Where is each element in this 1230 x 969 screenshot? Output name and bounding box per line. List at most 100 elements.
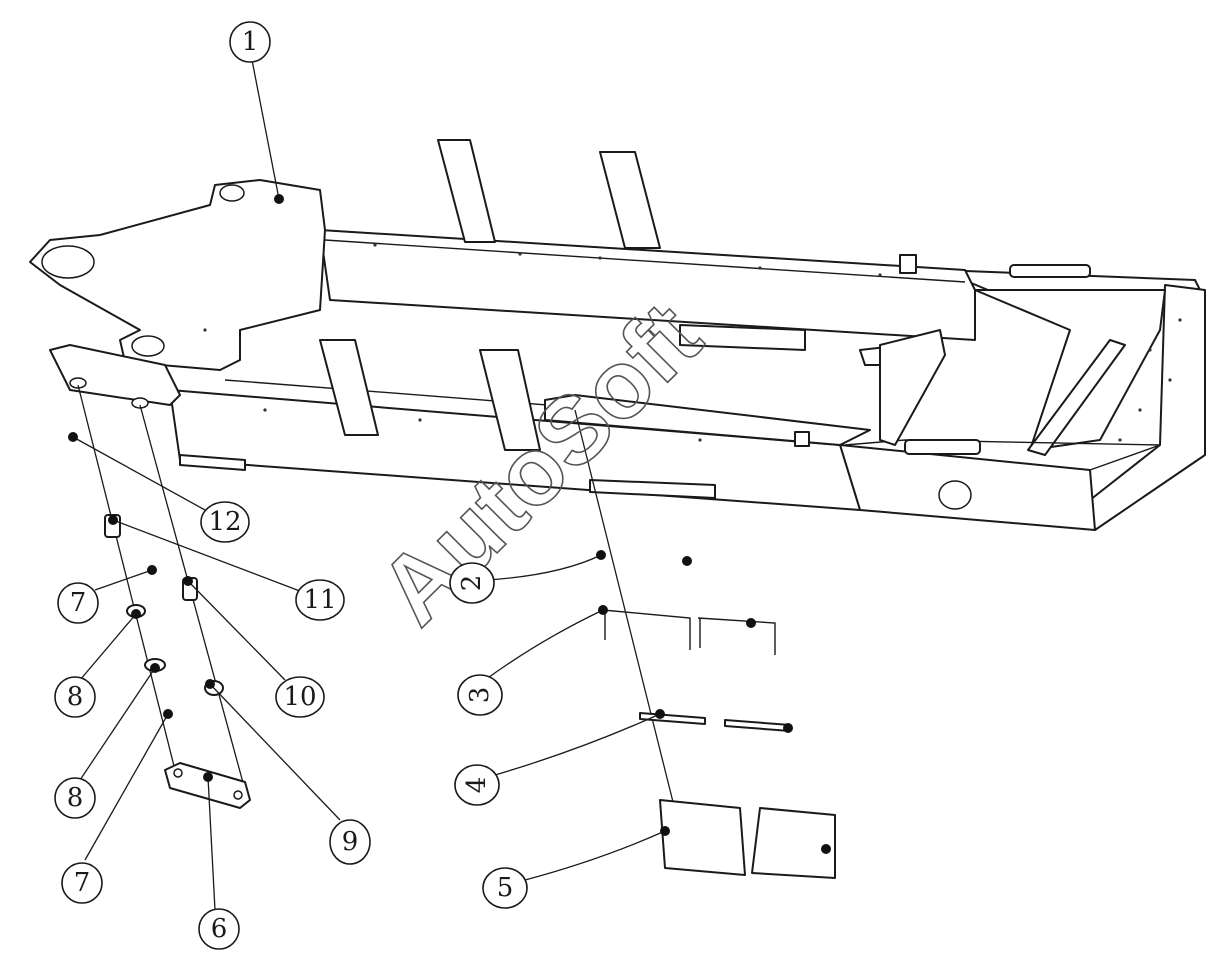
leader-dot-1 (274, 194, 284, 204)
callout-4: 4 (454, 764, 500, 806)
callout-label-2: 2 (457, 575, 487, 592)
rear-cross-beam (1027, 339, 1126, 456)
link-hole-b (233, 790, 243, 800)
link-plate-part-6 (164, 762, 251, 809)
leader-dot-8-bottom (150, 663, 160, 673)
leader-dot-10 (183, 576, 193, 586)
leader-11 (112, 519, 306, 594)
boom-pivot-hole-lower (131, 335, 165, 357)
upright-post-1 (437, 139, 496, 243)
callout-7-bottom: 7 (61, 862, 103, 904)
boom-pin-hole-a (69, 377, 87, 389)
callout-8-top: 8 (54, 676, 96, 718)
leader-10 (187, 580, 286, 681)
bumper-top-edge (844, 439, 1161, 471)
leader-2 (487, 554, 602, 581)
bumper-hole (938, 480, 972, 510)
rear-box-floor (974, 289, 1166, 451)
leader-9 (209, 683, 341, 821)
callout-9: 9 (329, 819, 371, 865)
leader-3 (484, 609, 604, 681)
callout-label-3: 3 (465, 687, 495, 704)
callout-3: 3 (457, 674, 503, 716)
upright-post-2 (599, 151, 661, 249)
strip-part-4-right (724, 719, 791, 732)
leader-6 (207, 776, 216, 911)
exploded-parts (77, 384, 836, 879)
center-side-rail (879, 329, 946, 446)
lower-strip (589, 479, 716, 499)
small-clip (794, 431, 810, 447)
leader-dot-3 (598, 605, 608, 615)
link-hole-a (173, 768, 183, 778)
leader-dot-7-top (147, 565, 157, 575)
callout-label-5: 5 (497, 873, 514, 903)
callout-5: 5 (482, 867, 528, 909)
boom-pin-hole-b (131, 397, 149, 409)
leader-dot-5 (660, 826, 670, 836)
leader-dot-4 (655, 709, 665, 719)
leader-dot-2 (596, 550, 606, 560)
lower-post-2 (479, 349, 541, 451)
middle-cross-plate (544, 394, 871, 446)
leader-dot-12 (68, 432, 78, 442)
callout-10: 10 (275, 676, 325, 718)
axis-line-left (77, 384, 176, 771)
callout-label-11: 11 (303, 585, 336, 615)
callout-label-7-top: 7 (70, 588, 87, 618)
leader-7-top (94, 569, 153, 591)
callout-label-7-bottom: 7 (74, 868, 91, 898)
leader-8-top (79, 613, 137, 681)
axis-line-center (574, 409, 691, 871)
callout-12: 12 (200, 501, 250, 543)
leader-dot-4b (783, 723, 793, 733)
callout-label-10: 10 (283, 682, 316, 712)
leader-dot-9 (205, 679, 215, 689)
panel-part-5-left (659, 799, 746, 876)
leader-5 (524, 830, 666, 881)
right-rail-edge (324, 239, 966, 283)
callout-label-6: 6 (211, 914, 228, 944)
leader-12 (72, 436, 206, 511)
callout-label-8-bottom: 8 (67, 783, 84, 813)
callout-label-9: 9 (342, 827, 359, 857)
frame-assembly (29, 139, 1206, 531)
leader-dot-2b (682, 556, 692, 566)
callout-label-12: 12 (208, 507, 241, 537)
right-main-rail (319, 229, 976, 341)
callout-2: 2 (449, 562, 495, 604)
frame-bolt-marks (203, 243, 1182, 442)
middle-bracket-a (679, 324, 806, 351)
front-y-boom-lower (49, 344, 181, 406)
lower-post-1 (319, 339, 379, 436)
boom-pivot-hole-top (219, 184, 245, 202)
callout-label-4: 4 (462, 777, 492, 794)
leader-1 (251, 59, 280, 200)
callout-11: 11 (295, 579, 345, 621)
leader-lines (68, 59, 831, 911)
leader-dot-7-bottom (163, 709, 173, 719)
callout-7-top: 7 (57, 582, 99, 624)
rod-part-3-left (602, 609, 691, 650)
boom-pivot-hole-large (41, 245, 95, 279)
bumper-handle (904, 439, 981, 455)
leader-8-bottom (79, 667, 156, 781)
leader-4 (494, 713, 661, 776)
front-y-boom (29, 179, 326, 371)
rod-part-3-right (697, 617, 776, 655)
rear-top-handle (1009, 264, 1091, 278)
leader-dot-11 (108, 515, 118, 525)
leader-dot-3b (746, 618, 756, 628)
callout-6: 6 (198, 908, 240, 950)
callout-label-1: 1 (242, 27, 259, 57)
leader-7-bottom (84, 713, 169, 861)
panel-part-5-right (751, 807, 836, 879)
callout-8-bottom: 8 (54, 777, 96, 819)
callout-1: 1 (229, 21, 271, 63)
leader-dot-8-top (131, 609, 141, 619)
left-rail-skid (179, 454, 246, 471)
leader-dot-5b (821, 844, 831, 854)
leader-dot-6 (203, 772, 213, 782)
